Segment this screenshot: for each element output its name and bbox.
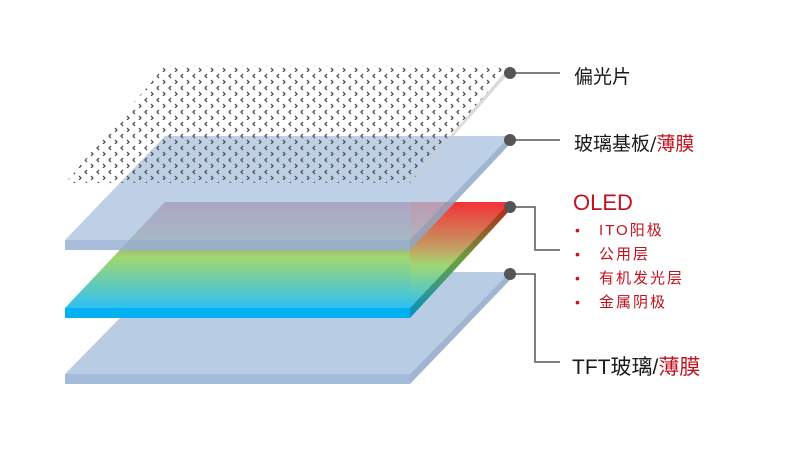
polarizer-label: 偏光片: [574, 66, 632, 88]
polarizer-layer: [65, 66, 510, 183]
tft-label: TFT玻璃/薄膜: [572, 351, 700, 381]
connector-polarizer: [504, 67, 560, 79]
list-item: • ITO阳极: [575, 218, 684, 242]
oled-sublayer-list: • ITO阳极 • 公用层 • 有机发光层 • 金属阴极: [575, 218, 684, 314]
oled-item-text: 阳极: [629, 221, 664, 239]
oled-item-text: 有机发光层: [599, 269, 685, 287]
connector-tft: [504, 268, 560, 363]
connector-glass: [504, 134, 560, 146]
list-item: • 金属阴极: [575, 290, 684, 314]
oled-item-text: 公用层: [599, 245, 651, 263]
list-item: • 公用层: [575, 242, 684, 266]
bullet-icon: •: [575, 222, 582, 238]
bullet-icon: •: [575, 246, 582, 262]
oled-item-text: 金属阴极: [599, 293, 668, 311]
bullet-icon: •: [575, 270, 582, 286]
oled-item-prefix: ITO: [599, 222, 630, 239]
tft-label-main: TFT玻璃/: [572, 356, 659, 379]
glass-substrate-label-main: 玻璃基板/: [574, 133, 657, 155]
oled-title: OLED: [573, 190, 633, 215]
bullet-icon: •: [575, 294, 582, 310]
tft-label-film: 薄膜: [658, 355, 701, 379]
glass-substrate-label-film: 薄膜: [656, 133, 695, 155]
connector-oled: [504, 201, 560, 251]
glass-substrate-label: 玻璃基板/薄膜: [574, 129, 694, 156]
list-item: • 有机发光层: [575, 266, 684, 290]
